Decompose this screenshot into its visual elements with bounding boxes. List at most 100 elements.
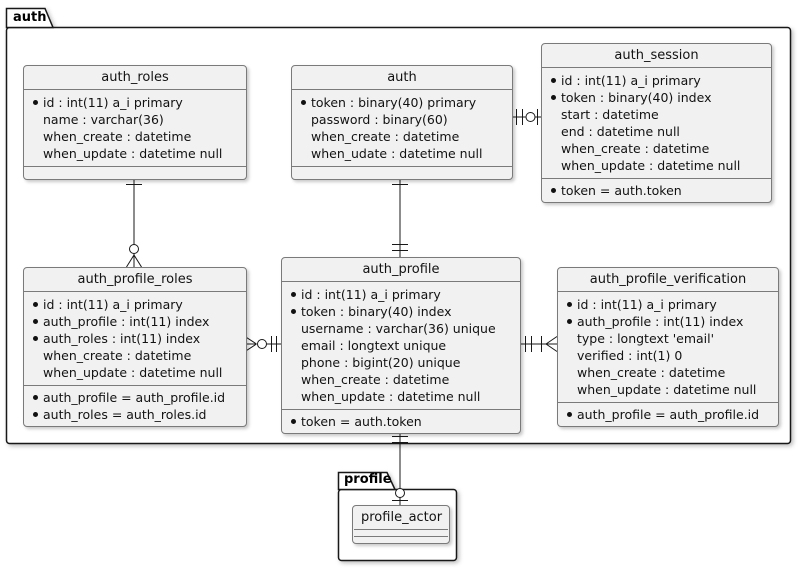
field-row: when_create : datetime [286, 371, 514, 388]
field-text: when_update : datetime null [43, 146, 223, 161]
field-row: when_create : datetime [296, 128, 506, 145]
cardinality-zero-circle [129, 244, 139, 254]
field-text: token = auth.token [561, 183, 682, 198]
entity-title: auth_session [542, 44, 771, 68]
dot-icon [567, 302, 572, 307]
field-text: auth_profile = auth_profile.id [43, 390, 226, 405]
entity-auth-profile-verification: auth_profile_verification id : int(11) a… [557, 267, 779, 427]
field-text: auth_roles = auth_roles.id [43, 407, 207, 422]
field-text: token = auth.token [301, 414, 422, 429]
crow-foot [126, 254, 135, 268]
dot-icon [567, 412, 572, 417]
field-text: id : int(11) a_i primary [43, 297, 183, 312]
field-text: id : int(11) a_i primary [577, 297, 717, 312]
field-row: auth_profile : int(11) index [28, 313, 240, 330]
dot-icon [33, 302, 38, 307]
key-bullet-icon [286, 292, 301, 297]
dot-icon [291, 292, 296, 297]
field-row: id : int(11) a_i primary [28, 296, 240, 313]
dot-icon [33, 319, 38, 324]
field-text: name : varchar(36) [43, 112, 164, 127]
empty-compartment [354, 529, 448, 536]
field-row: email : longtext unique [286, 337, 514, 354]
dot-icon [551, 188, 556, 193]
field-row: when_create : datetime [562, 364, 772, 381]
key-bullet-icon [28, 336, 43, 341]
relation-authprofile-to-authprofileverification [519, 336, 558, 352]
entity-constraints: auth_profile = auth_profile.id [558, 402, 778, 426]
key-bullet-icon [546, 78, 561, 83]
entity-constraints [24, 166, 246, 179]
dot-icon [301, 100, 306, 105]
field-row: verified : int(1) 0 [562, 347, 772, 364]
entity-title: auth_profile_roles [24, 268, 246, 292]
key-bullet-icon [296, 100, 311, 105]
field-row: auth_roles = auth_roles.id [28, 406, 240, 423]
field-text: email : longtext unique [301, 338, 447, 353]
field-text: password : binary(60) [311, 112, 448, 127]
field-row: auth_roles : int(11) index [28, 330, 240, 347]
key-bullet-icon [28, 395, 43, 400]
field-text: when_update : datetime null [577, 382, 757, 397]
field-row: when_udate : datetime null [296, 145, 506, 162]
field-row: when_update : datetime null [546, 157, 765, 174]
field-row: name : varchar(36) [28, 111, 240, 128]
field-text: username : varchar(36) unique [301, 321, 496, 336]
field-text: auth_profile = auth_profile.id [577, 407, 760, 422]
field-row: id : int(11) a_i primary [546, 72, 765, 89]
field-text: verified : int(1) 0 [577, 348, 683, 363]
key-bullet-icon [562, 412, 577, 417]
relation-authprofile-to-profileactor [392, 430, 408, 505]
field-text: when_create : datetime [43, 348, 192, 363]
field-text: when_create : datetime [43, 129, 192, 144]
entity-title: auth [292, 66, 512, 90]
field-row: end : datetime null [546, 123, 765, 140]
field-row: when_create : datetime [28, 347, 240, 364]
dot-icon [551, 78, 556, 83]
dot-icon [33, 395, 38, 400]
field-text: auth_roles : int(11) index [43, 331, 201, 346]
field-row: when_update : datetime null [562, 381, 772, 398]
field-text: when_update : datetime null [561, 158, 741, 173]
field-text: type : longtext 'email' [577, 331, 715, 346]
field-row: token = auth.token [546, 182, 765, 199]
field-row: id : int(11) a_i primary [286, 286, 514, 303]
key-bullet-icon [562, 319, 577, 324]
empty-compartment [354, 536, 448, 543]
key-bullet-icon [546, 95, 561, 100]
field-text: when_update : datetime null [43, 365, 223, 380]
cardinality-zero-circle [257, 339, 267, 349]
cardinality-zero-circle [525, 112, 536, 122]
field-row: when_update : datetime null [286, 388, 514, 405]
field-row: auth_profile = auth_profile.id [562, 406, 772, 423]
entity-title: auth_profile [282, 258, 520, 282]
field-text: token : binary(40) index [301, 304, 452, 319]
field-row: when_create : datetime [546, 140, 765, 157]
field-row: token : binary(40) index [286, 303, 514, 320]
key-bullet-icon [28, 319, 43, 324]
field-text: when_create : datetime [561, 141, 710, 156]
key-bullet-icon [286, 309, 301, 314]
entity-auth-profile-roles: auth_profile_roles id : int(11) a_i prim… [23, 267, 247, 427]
entity-fields: id : int(11) a_i primary token : binary(4… [282, 282, 520, 409]
field-row: password : binary(60) [296, 111, 506, 128]
field-text: id : int(11) a_i primary [561, 73, 701, 88]
entity-profile-actor: profile_actor [352, 505, 450, 544]
field-text: start : datetime [561, 107, 659, 122]
field-row: auth_profile = auth_profile.id [28, 389, 240, 406]
entity-constraints [292, 166, 512, 179]
field-text: id : int(11) a_i primary [301, 287, 441, 302]
field-row: when_update : datetime null [28, 145, 240, 162]
entity-constraints: token = auth.token [542, 178, 771, 202]
field-text: when_update : datetime null [301, 389, 481, 404]
field-text: token : binary(40) primary [311, 95, 477, 110]
entity-title: auth_profile_verification [558, 268, 778, 292]
dot-icon [291, 419, 296, 424]
field-row: phone : bigint(20) unique [286, 354, 514, 371]
field-text: end : datetime null [561, 124, 680, 139]
package-auth-tab [5, 7, 55, 29]
